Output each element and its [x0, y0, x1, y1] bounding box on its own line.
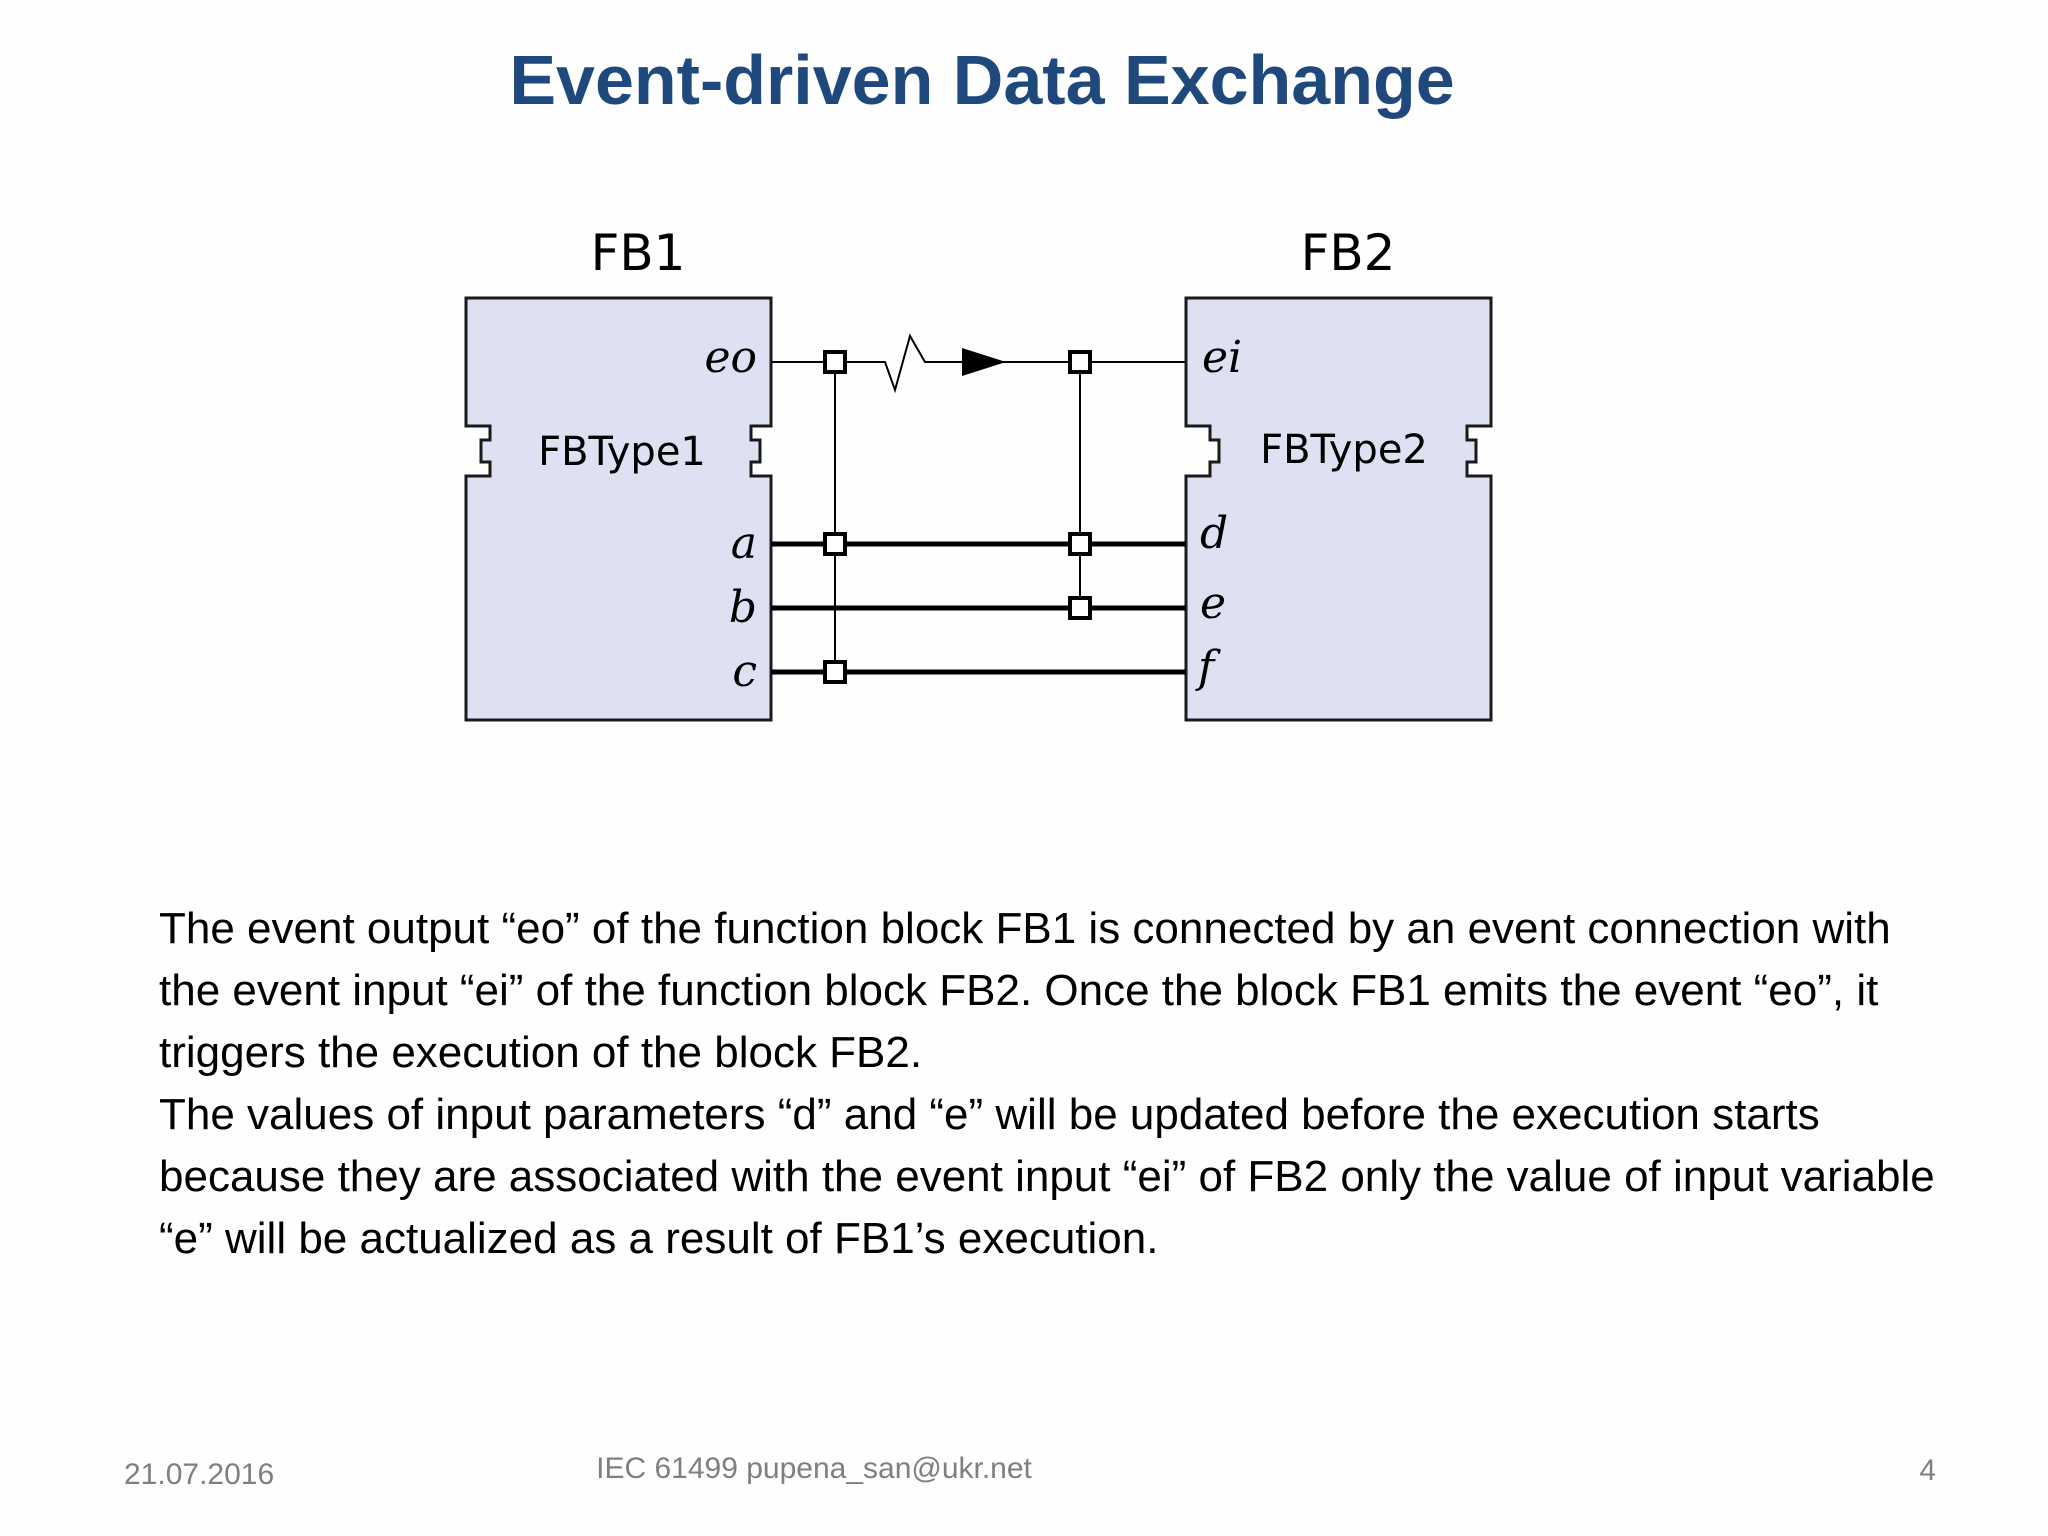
- body-paragraph-2: The values of input parameters “d” and “…: [159, 1090, 1935, 1263]
- marker-eo: [823, 350, 847, 374]
- slide-title: Event-driven Data Exchange: [509, 41, 1455, 119]
- marker-c: [823, 660, 847, 684]
- fb1-port-a: a: [731, 518, 757, 569]
- footer-page-number: 4: [1919, 1454, 1936, 1487]
- fb1-type: FBType1: [538, 429, 706, 475]
- body-paragraph-1: The event output “eo” of the function bl…: [159, 904, 1891, 1077]
- fb2-type: FBType2: [1260, 427, 1428, 473]
- function-block-diagram: FB1 FB2 FBType1 FBType2 eo a b c ei d e …: [464, 224, 1493, 722]
- fb2-port-ei: ei: [1202, 332, 1242, 383]
- body-text: The event output “eo” of the function bl…: [159, 898, 1959, 1270]
- fb1-port-c: c: [732, 646, 757, 697]
- fb1-port-b: b: [729, 582, 757, 633]
- marker-d: [1068, 532, 1092, 556]
- marker-ei: [1068, 350, 1092, 374]
- fb2-name: FB2: [1301, 224, 1396, 282]
- event-connection: [771, 333, 1186, 394]
- fb2-block: [1184, 296, 1493, 722]
- marker-e: [1068, 596, 1092, 620]
- association-markers: [823, 350, 1092, 684]
- fb2-port-d: d: [1200, 508, 1228, 559]
- fb1-port-eo: eo: [704, 332, 757, 383]
- fb1-block: [464, 296, 773, 722]
- fb2-port-e: e: [1200, 578, 1226, 629]
- footer-date: 21.07.2016: [124, 1458, 275, 1491]
- fb1-name: FB1: [591, 224, 686, 282]
- footer-center: IEC 61499 pupena_san@ukr.net: [596, 1452, 1032, 1485]
- marker-a: [823, 532, 847, 556]
